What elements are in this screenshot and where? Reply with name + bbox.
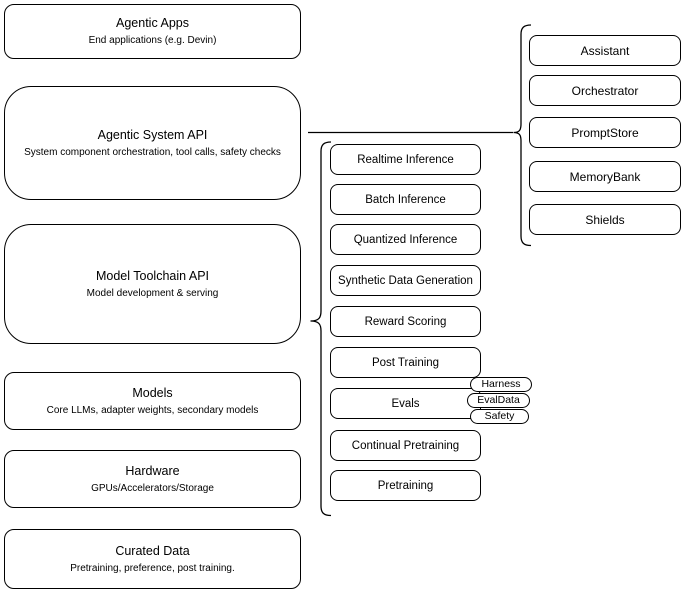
node-shields: Shields (529, 204, 681, 235)
node-assistant: Assistant (529, 35, 681, 66)
pill-evaldata: EvalData (467, 393, 530, 408)
node-agentic-apps: Agentic Apps End applications (e.g. Devi… (4, 4, 301, 59)
node-synthetic-data-generation: Synthetic Data Generation (330, 265, 481, 296)
node-subtitle: Model development & serving (86, 287, 219, 299)
node-reward-scoring: Reward Scoring (330, 306, 481, 337)
node-curated-data: Curated Data Pretraining, preference, po… (4, 529, 301, 589)
node-orchestrator: Orchestrator (529, 75, 681, 106)
node-realtime-inference: Realtime Inference (330, 144, 481, 175)
node-model-toolchain-api: Model Toolchain API Model development & … (4, 224, 301, 344)
node-hardware: Hardware GPUs/Accelerators/Storage (4, 450, 301, 508)
node-title: Agentic Apps (116, 16, 189, 30)
pill-harness: Harness (470, 377, 532, 392)
node-quantized-inference: Quantized Inference (330, 224, 481, 255)
node-subtitle: Core LLMs, adapter weights, secondary mo… (46, 404, 259, 416)
node-agentic-system-api: Agentic System API System component orch… (4, 86, 301, 200)
node-evals: Evals (330, 388, 481, 419)
node-post-training: Post Training (330, 347, 481, 378)
node-promptstore: PromptStore (529, 117, 681, 148)
node-subtitle: End applications (e.g. Devin) (88, 35, 217, 46)
pill-safety: Safety (470, 409, 529, 424)
toolchain-services-brace (310, 141, 332, 517)
node-title: Curated Data (115, 543, 190, 558)
node-subtitle: GPUs/Accelerators/Storage (91, 482, 214, 494)
node-batch-inference: Batch Inference (330, 184, 481, 215)
node-pretraining: Pretraining (330, 470, 481, 501)
node-subtitle: Pretraining, preference, post training. (70, 562, 235, 574)
node-subtitle: System component orchestration, tool cal… (24, 146, 281, 158)
node-title: Hardware (125, 463, 180, 478)
node-title: Agentic System API (97, 127, 208, 142)
node-title: Model Toolchain API (95, 268, 210, 283)
node-continual-pretraining: Continual Pretraining (330, 430, 481, 461)
node-title: Models (132, 385, 173, 400)
node-models: Models Core LLMs, adapter weights, secon… (4, 372, 301, 430)
node-memorybank: MemoryBank (529, 161, 681, 192)
